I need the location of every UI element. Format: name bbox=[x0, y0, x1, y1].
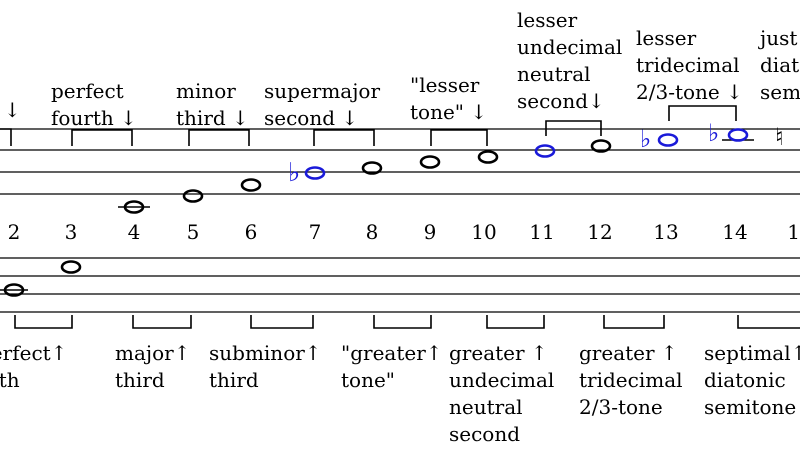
note-head-harmonic-11 bbox=[534, 144, 556, 158]
note-head-harmonic-6 bbox=[240, 178, 262, 192]
harmonic-number: 3 bbox=[64, 220, 78, 244]
harmonic-number: 10 bbox=[471, 220, 497, 244]
harmonic-number: 11 bbox=[529, 220, 555, 244]
note-head-harmonic-13 bbox=[657, 133, 679, 147]
bracket bbox=[737, 315, 800, 329]
note-head-harmonic-14 bbox=[727, 128, 749, 142]
bracket bbox=[486, 315, 545, 329]
bracket bbox=[132, 315, 192, 329]
bracket bbox=[668, 105, 737, 121]
flat-icon: ♭ bbox=[288, 158, 300, 188]
natural-icon: ♮ bbox=[775, 123, 784, 151]
note-head-harmonic-5 bbox=[182, 189, 204, 203]
bracket bbox=[313, 129, 375, 146]
lower-brackets bbox=[14, 315, 800, 329]
bracket bbox=[603, 315, 665, 329]
note-head-harmonic-9 bbox=[419, 155, 441, 169]
note-head-harmonic-12 bbox=[590, 139, 612, 153]
bracket bbox=[430, 129, 488, 146]
bracket bbox=[71, 129, 133, 146]
bracket bbox=[250, 315, 314, 329]
flat-icon: ♭ bbox=[708, 119, 719, 147]
bracket bbox=[14, 315, 73, 329]
note-head-harmonic-10 bbox=[477, 150, 499, 164]
note-head-harmonic-7 bbox=[304, 166, 326, 180]
harmonic-number: 7 bbox=[308, 220, 322, 244]
label-greater-tridecimal-two-thirds-tone: greater ↑ tridecimal 2/3-tone bbox=[579, 341, 683, 419]
flat-icon: ♭ bbox=[640, 125, 651, 153]
upper-brackets bbox=[0, 105, 737, 146]
notes bbox=[3, 128, 749, 297]
label-greater-undecimal-neutral-second: greater ↑ undecimal neutral second bbox=[449, 341, 555, 446]
note-head-harmonic-3 bbox=[60, 260, 82, 274]
bracket bbox=[373, 315, 432, 329]
bracket bbox=[0, 128, 12, 146]
bracket bbox=[545, 120, 602, 136]
label-lesser-tone: "lesser tone" ↓ bbox=[410, 73, 488, 124]
label-greater-tone: "greater↑ tone" bbox=[341, 341, 443, 392]
note-head-harmonic-8 bbox=[361, 161, 383, 175]
accidentals: ♭ ♭ ♭ ♮ bbox=[288, 119, 784, 188]
label-major-third: major↑ third bbox=[115, 341, 191, 392]
label-perfect-fifth: perfect↑ fifth bbox=[0, 341, 68, 392]
bracket bbox=[188, 129, 250, 146]
label-supermajor-second: supermajor second ↓ bbox=[264, 79, 381, 130]
harmonic-number: 14 bbox=[722, 220, 748, 244]
harmonic-number: 2 bbox=[7, 220, 21, 244]
label-just-diatonic-semitone: just diatonic semitone bbox=[760, 26, 800, 104]
harmonic-number: 9 bbox=[423, 220, 437, 244]
label-minor-third: minor third ↓ bbox=[176, 79, 249, 130]
harmonic-number: 4 bbox=[127, 220, 141, 244]
label-lesser-undecimal-neutral-second: lesser undecimal neutral second↓ bbox=[517, 8, 623, 113]
label-unison-arrow: ↓ bbox=[4, 98, 21, 122]
harmonic-number: 13 bbox=[653, 220, 679, 244]
label-perfect-fourth: perfect fourth ↓ bbox=[51, 79, 137, 130]
upper-staff bbox=[0, 128, 800, 195]
harmonic-number: 6 bbox=[244, 220, 258, 244]
harmonic-number: 12 bbox=[587, 220, 613, 244]
note-head-harmonic-4 bbox=[123, 200, 145, 214]
lower-staff bbox=[0, 257, 800, 313]
harmonic-number: 5 bbox=[186, 220, 200, 244]
note-head-harmonic-2 bbox=[3, 283, 25, 297]
label-lesser-tridecimal-two-thirds-tone: lesser tridecimal 2/3-tone ↓ bbox=[636, 26, 743, 104]
harmonic-number: 8 bbox=[365, 220, 379, 244]
label-septimal-diatonic-semitone: septimal↑ diatonic semitone bbox=[704, 341, 800, 419]
label-subminor-third: subminor↑ third bbox=[209, 341, 322, 392]
harmonic-number: 15 bbox=[787, 220, 800, 244]
